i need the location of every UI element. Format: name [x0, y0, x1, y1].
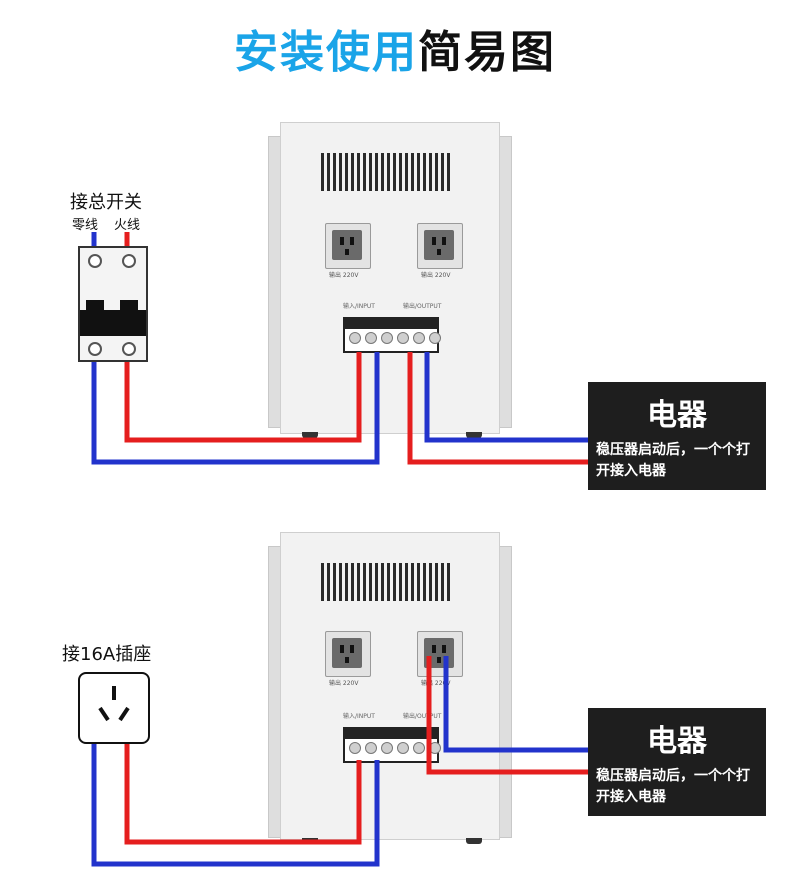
output-outlet-left: [325, 223, 371, 269]
wall-socket-16a: [78, 672, 150, 744]
outlet-label-right: 输出 220V: [421, 680, 451, 687]
outlet-label-right: 输出 220V: [421, 272, 451, 279]
vent-grille: [321, 563, 471, 601]
page-title: 安装使用简易图: [0, 16, 790, 80]
terminal-block: [343, 317, 441, 353]
live-label: 火线: [114, 218, 141, 233]
top-neutral-to-input-wire: [91, 352, 380, 465]
socket-pins-icon: [98, 686, 130, 722]
regulator-foot-right: [466, 432, 482, 438]
appliance-title: 电器: [647, 398, 707, 433]
main-circuit-breaker: [78, 246, 148, 362]
output-outlet-left: [325, 631, 371, 677]
terminal-output-label: 输出/OUTPUT: [403, 303, 442, 310]
terminal-output-label: 输出/OUTPUT: [403, 713, 442, 720]
bottom-live-to-input-wire: [124, 744, 362, 845]
top-live-to-input-wire: [124, 352, 362, 443]
title-highlight: 安装使用: [234, 27, 418, 78]
terminal-block: [343, 727, 441, 763]
title-rest: 简易图: [418, 27, 556, 78]
voltage-regulator: 输出 220V 输出 220V 输入/INPUT 输出/OUTPUT: [280, 122, 500, 434]
output-outlet-right: [417, 631, 463, 677]
vent-grille: [321, 153, 471, 191]
voltage-regulator: 输出 220V 输出 220V 输入/INPUT 输出/OUTPUT: [280, 532, 500, 840]
terminal-input-label: 输入/INPUT: [343, 303, 375, 310]
regulator-foot-right: [466, 838, 482, 844]
terminal-input-label: 输入/INPUT: [343, 713, 375, 720]
bottom-out-blue-wire: [443, 656, 588, 753]
appliance-note: 稳压器启动后，一个个打开接入电器: [596, 442, 750, 479]
neutral-label: 零线: [72, 218, 99, 233]
main-switch-label: 接总开关: [70, 192, 142, 213]
appliance-box: 电器 稳压器启动后，一个个打开接入电器: [588, 708, 766, 816]
appliance-box: 电器 稳压器启动后，一个个打开接入电器: [588, 382, 766, 490]
outlet-label-left: 输出 220V: [329, 272, 359, 279]
wall-socket-label: 接16A插座: [62, 644, 152, 665]
top-out-blue-wire: [424, 352, 588, 443]
appliance-title: 电器: [647, 724, 707, 759]
bottom-out-red-wire: [426, 656, 588, 775]
top-out-red-wire: [407, 352, 588, 465]
outlet-label-left: 输出 220V: [329, 680, 359, 687]
output-outlet-right: [417, 223, 463, 269]
appliance-note: 稳压器启动后，一个个打开接入电器: [596, 768, 750, 805]
regulator-foot-left: [302, 432, 318, 438]
bottom-neutral-to-input-wire: [91, 744, 380, 867]
